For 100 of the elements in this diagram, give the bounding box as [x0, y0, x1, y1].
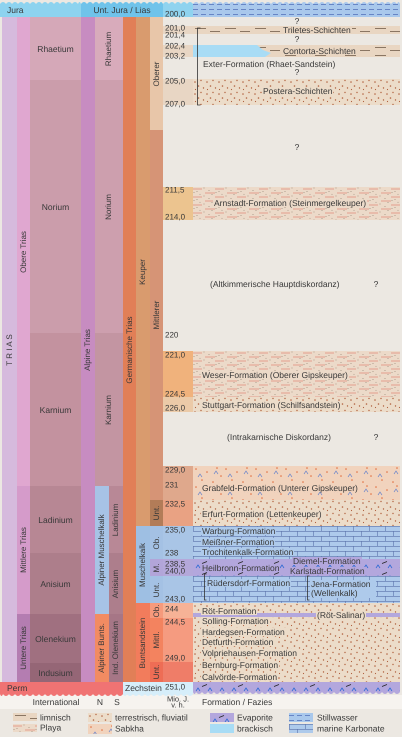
group-band — [123, 682, 193, 696]
question-mark: ? — [294, 143, 300, 151]
age-value: 240,0 — [165, 568, 186, 574]
column-label: Keuper — [139, 258, 147, 284]
question-mark: ? — [374, 433, 378, 441]
subgroup-band — [150, 559, 163, 576]
formation-name: Röt-Formation — [201, 607, 258, 615]
age-value: 243,0 — [165, 595, 186, 602]
age-value: 201,4 — [165, 32, 186, 38]
formation-band — [193, 397, 400, 412]
column-label: Perm — [7, 684, 28, 692]
subgroup-band — [150, 603, 163, 618]
formation-name: Grabfeld-Formation (Unterer Gipskeuper) — [201, 484, 359, 492]
formation-band — [193, 79, 400, 105]
formation-band — [193, 187, 400, 220]
column-label: Alpine Trias — [84, 328, 92, 370]
stage-label: Anisium — [40, 580, 71, 588]
age-value: 211,5 — [165, 186, 184, 193]
stage-band — [109, 486, 123, 553]
group-band — [136, 17, 150, 526]
stage-band — [95, 333, 123, 486]
formation-name: Exter-Formation (Rhaet-Sandstein) — [203, 60, 336, 68]
column-label: Mittlere Trias — [20, 527, 28, 573]
subgroup-band — [150, 130, 163, 500]
column-label: Ob. — [152, 604, 160, 617]
stage-band — [95, 80, 123, 333]
age-value: 229,0 — [165, 466, 186, 474]
legend-label: brackisch — [237, 724, 273, 733]
column-label: Unt. — [152, 582, 160, 597]
column-label: Oberer — [152, 61, 160, 86]
age-value: 201,0 — [165, 24, 186, 32]
formation-band — [193, 26, 400, 34]
formation-name: Triletes-Schichten — [282, 26, 352, 34]
group-band — [95, 486, 109, 614]
formation-name: Karlstadt-Formation — [289, 567, 366, 575]
stage-label: Anisium — [112, 569, 120, 598]
legend-label: marine Karbonate — [317, 724, 385, 733]
formation-name: Heilbronn-Formation — [201, 564, 280, 572]
system-band — [123, 17, 136, 682]
system-band — [81, 17, 95, 682]
column-label: Buntsandstein — [139, 617, 147, 668]
subgroup-band — [150, 662, 163, 682]
age-value: 202,4 — [165, 42, 186, 49]
group-band — [95, 614, 109, 682]
formation-band — [193, 351, 400, 397]
stage-label: Ind. Olenekium — [112, 621, 120, 675]
age-value: 251,0 — [165, 683, 186, 690]
legend-label: Stillwasser — [317, 713, 358, 722]
formation-name: Calvörde-Formation — [201, 673, 278, 681]
column-label: Obere Trias — [20, 230, 28, 272]
system-band — [2, 17, 17, 682]
system-band — [0, 682, 123, 696]
column-label: Unt. — [152, 506, 160, 520]
column-label: Unt. — [152, 664, 160, 680]
formation-name: Erfurt-Formation (Lettenkeuper) — [201, 510, 323, 518]
column-label: Germanische Trias — [126, 316, 134, 384]
age-value: 221,0 — [165, 352, 186, 358]
header-label: Jura — [7, 6, 24, 14]
age-value: 238,5 — [165, 560, 186, 567]
legend-label: limnisch — [40, 713, 71, 722]
stage-band — [30, 333, 81, 486]
header-label: Unt. Jura / Lias — [93, 6, 151, 14]
formation-band — [193, 500, 400, 526]
stage-band — [30, 17, 81, 80]
legend-label: terrestrisch, fluviatil — [115, 713, 188, 722]
stage-band — [95, 17, 123, 80]
formation-name: Postera-Schichten — [262, 87, 334, 95]
age-value: 249,0 — [165, 654, 186, 661]
column-label: Muschelkalk — [139, 542, 147, 586]
stage-label: Norium — [42, 202, 70, 210]
group-band — [136, 603, 150, 682]
question-mark: ? — [294, 68, 300, 76]
header-band — [81, 2, 163, 17]
formation-name: Rüdersdorf-Formation — [206, 579, 292, 587]
stage-label: Rhaetium — [37, 44, 74, 52]
subgroup-band — [150, 618, 163, 662]
column-heading: N — [96, 698, 104, 706]
formation-name: Detfurth-Formation — [201, 638, 274, 646]
stage-label: Karnium — [40, 406, 72, 414]
series-band — [17, 614, 30, 682]
formation-band — [193, 603, 400, 682]
formation-band — [193, 45, 400, 57]
age-value: 200,0 — [165, 10, 186, 18]
formation-band — [193, 466, 400, 500]
formation-band — [193, 526, 400, 603]
legend-label: Evaporite — [237, 713, 273, 722]
age-value: 224,5 — [165, 390, 186, 397]
series-band — [17, 17, 30, 486]
formation-name: Weser-Formation (Oberer Gipskeuper) — [201, 371, 349, 379]
column-label: Zechstein — [125, 684, 162, 692]
legend-label: Sabkha — [115, 724, 144, 733]
age-value: 231 — [165, 482, 178, 488]
column-label: Alpiner Muschelkalk — [98, 514, 106, 586]
stage-band — [30, 80, 81, 333]
subgroup-band — [150, 576, 163, 603]
stage-band — [109, 553, 123, 614]
column-heading: Formation / Fazies — [202, 698, 272, 706]
stage-label: Norium — [105, 194, 113, 220]
stage-label: Karnium — [105, 394, 113, 424]
stage-label: Ladinium — [38, 516, 73, 524]
